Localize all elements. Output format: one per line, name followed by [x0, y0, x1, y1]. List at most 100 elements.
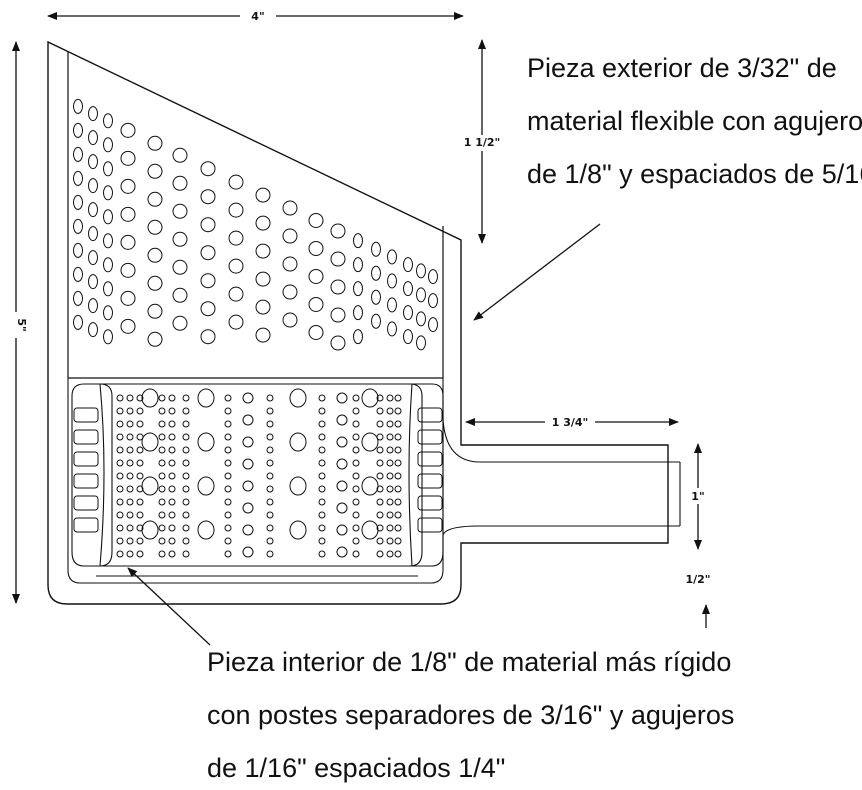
inner-hole	[182, 537, 190, 545]
outer-hole	[416, 311, 426, 327]
inner-hole	[336, 436, 348, 448]
inner-hole	[136, 498, 144, 506]
outer-hole	[172, 147, 188, 163]
inner-hole	[182, 446, 190, 454]
spacer-post	[417, 407, 443, 423]
inner-hole	[266, 511, 274, 519]
inner-hole	[168, 446, 176, 454]
inner-hole	[336, 502, 348, 514]
inner-hole	[126, 524, 134, 532]
outer-hole	[200, 161, 216, 177]
inner-hole	[336, 392, 348, 404]
outer-hole	[403, 257, 413, 273]
inner-piece-note: Pieza interior de 1/8" de material más r…	[207, 647, 734, 783]
inner-hole	[376, 407, 384, 415]
inner-hole	[136, 420, 144, 428]
inner-hole	[136, 511, 144, 519]
inner-hole	[376, 498, 384, 506]
outer-hole	[103, 185, 113, 201]
inner-hole	[158, 472, 166, 480]
inner-hole	[266, 459, 274, 467]
inner-hole	[224, 420, 232, 428]
inner-note-line-3: de 1/16" espaciados 1/4"	[207, 753, 505, 783]
outer-hole	[387, 297, 397, 313]
inner-hole	[266, 433, 274, 441]
inner-hole	[376, 433, 384, 441]
inner-hole	[376, 420, 384, 428]
inner-hole	[242, 436, 254, 448]
outer-hole	[172, 259, 188, 275]
outer-holes	[73, 98, 438, 351]
outer-hole	[103, 161, 113, 177]
inner-hole	[386, 433, 394, 441]
inner-hole	[336, 458, 348, 470]
outer-hole	[103, 329, 113, 345]
inner-hole	[224, 394, 232, 402]
outer-piece-note: Pieza exterior de 3/32" de material flex…	[527, 53, 862, 189]
inner-hole	[318, 446, 326, 454]
inner-hole	[158, 511, 166, 519]
dim-height-total-label: 5"	[15, 318, 28, 331]
inner-hole	[141, 432, 159, 452]
inner-hole	[336, 480, 348, 492]
inner-hole	[352, 511, 360, 519]
outer-hole	[73, 98, 83, 114]
inner-hole	[136, 550, 144, 558]
outer-hole	[282, 284, 298, 300]
outer-hole	[103, 233, 113, 249]
inner-hole	[224, 472, 232, 480]
inner-hole	[168, 472, 176, 480]
inner-hole	[394, 459, 402, 467]
inner-hole	[158, 446, 166, 454]
inner-hole	[352, 459, 360, 467]
inner-hole	[116, 524, 124, 532]
inner-hole	[394, 511, 402, 519]
outer-hole	[416, 263, 426, 279]
inner-hole	[168, 407, 176, 415]
outer-hole	[120, 206, 136, 222]
inner-hole	[182, 420, 190, 428]
inner-hole	[318, 485, 326, 493]
outer-hole	[428, 317, 438, 333]
outer-note-line-3: de 1/8" y espaciados de 5/16"	[527, 159, 862, 189]
outer-hole	[120, 318, 136, 334]
outer-hole	[330, 251, 346, 267]
inner-hole	[126, 394, 134, 402]
inner-hole	[386, 407, 394, 415]
outer-hole	[73, 146, 83, 162]
inner-hole	[126, 550, 134, 558]
inner-hole	[116, 498, 124, 506]
inner-hole	[116, 550, 124, 558]
inner-hole	[352, 537, 360, 545]
inner-hole	[394, 407, 402, 415]
outer-hole	[103, 257, 113, 273]
outer-hole	[88, 274, 98, 290]
inner-hole	[141, 388, 159, 408]
inner-hole	[386, 511, 394, 519]
dim-handle-width-label: 1"	[691, 490, 704, 503]
inner-hole	[386, 446, 394, 454]
dim-slope-drop: 1 1/2"	[462, 39, 502, 244]
inner-hole	[168, 537, 176, 545]
inner-hole	[352, 420, 360, 428]
inner-hole	[182, 472, 190, 480]
outer-hole	[73, 266, 83, 282]
outer-hole	[73, 290, 83, 306]
inner-hole	[242, 414, 254, 426]
outer-hole	[73, 194, 83, 210]
inner-hole	[116, 459, 124, 467]
outer-hole	[428, 293, 438, 309]
inner-hole	[318, 511, 326, 519]
inner-hole	[168, 394, 176, 402]
outer-hole	[172, 315, 188, 331]
inner-hole	[266, 472, 274, 480]
outer-hole	[103, 209, 113, 225]
inner-hole	[158, 459, 166, 467]
outer-hole	[172, 287, 188, 303]
dim-handle-length-label: 1 3/4"	[552, 416, 589, 429]
outer-hole	[200, 273, 216, 289]
inner-hole	[336, 546, 348, 558]
outer-hole	[255, 327, 271, 343]
outer-piece-leader-arrow	[473, 223, 601, 321]
